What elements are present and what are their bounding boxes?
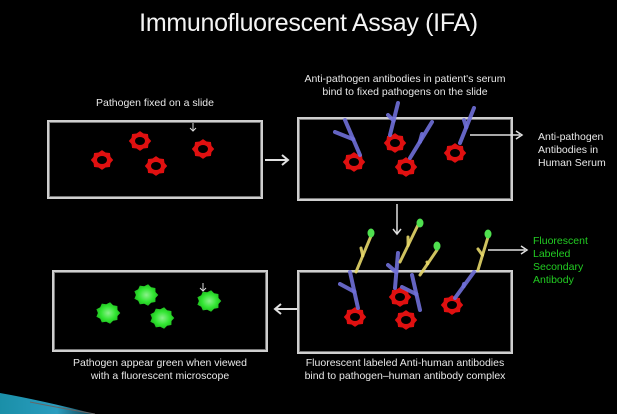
secondary-antibody-4-stem xyxy=(476,253,484,272)
fluorophore-3 xyxy=(433,241,441,251)
secondary-antibody-3-arm-b xyxy=(425,260,430,266)
arrow-step3-to-step4-head xyxy=(273,303,282,315)
pathogen-2-center xyxy=(135,137,145,145)
step4-caption-line2: with a fluorescent microscope xyxy=(90,370,230,382)
fluorescent-pathogen-4 xyxy=(197,290,222,312)
pointer-primary-antibody-head xyxy=(515,130,524,140)
step2-caption: Anti-pathogen antibodies in patient's se… xyxy=(280,73,530,99)
decorative-swoosh xyxy=(0,393,95,414)
secondary-antibody-3-stem xyxy=(418,262,430,277)
pathogen-s3-2-center xyxy=(395,293,405,301)
pathogen-1-center xyxy=(97,156,107,164)
step2-caption-line1: Anti-pathogen antibodies in patient's se… xyxy=(304,73,506,85)
arrow-step2-to-step3-head xyxy=(392,228,402,236)
fluorescent-pathogen-1 xyxy=(96,302,121,324)
secondary-antibody-4-arm-b xyxy=(476,247,484,257)
step3-caption-line1: Fluorescent labeled Anti-human antibodie… xyxy=(305,357,505,369)
primary-antibody-3-arm-b xyxy=(417,132,424,144)
pointer-secondary-antibody-head xyxy=(520,245,529,255)
marker-arrow-step1 xyxy=(189,123,197,132)
fluorophore-1 xyxy=(367,228,375,238)
secondary-antibody-1-arm-a xyxy=(361,234,373,258)
step3-caption-line2: bind to pathogen–human antibody complex xyxy=(304,370,506,382)
primary-antibody-s3-3-stem xyxy=(414,292,422,312)
primary-antibody-s3-3-arm-a xyxy=(410,273,419,297)
pathogen-s2-2-center xyxy=(390,139,400,147)
step3-caption: Fluorescent labeled Anti-human antibodie… xyxy=(280,357,530,383)
primary-antibody-s3-2-stem xyxy=(393,270,399,290)
primary-antibody-3-stem xyxy=(408,139,422,160)
pathogen-4-center xyxy=(198,145,208,153)
fluorescent-pathogen-3 xyxy=(150,307,175,329)
decorative-swoosh-edge xyxy=(29,401,96,414)
primary-antibody-label-line2: Antibodies in xyxy=(538,144,599,156)
marker-arrow-step4 xyxy=(199,283,207,292)
pathogen-s3-1-center xyxy=(350,313,360,321)
primary-antibody-s3-1-stem xyxy=(352,289,360,310)
primary-antibody-s3-1-arm-a xyxy=(348,270,357,294)
secondary-antibody-1-arm-b xyxy=(359,246,365,258)
primary-antibody-label: Anti-pathogen Antibodies in Human Serum xyxy=(538,131,606,170)
secondary-antibody-label-line3: Secondary xyxy=(533,261,584,273)
step4-caption: Pathogen appear green when viewed with a… xyxy=(45,357,275,383)
fluorophore-2 xyxy=(416,218,424,228)
primary-antibody-s3-2-arm-b xyxy=(386,263,399,275)
fluorophore-4 xyxy=(484,229,492,239)
primary-antibody-2-stem xyxy=(388,118,396,137)
pathogen-s3-4-center xyxy=(447,301,457,309)
pathogen-s2-1-center xyxy=(349,158,359,166)
secondary-antibody-4-arm-a xyxy=(481,235,490,257)
primary-antibody-2-arm-a xyxy=(391,101,400,123)
diagram-title: Immunofluorescent Assay (IFA) xyxy=(139,9,478,37)
slide-step1 xyxy=(47,120,263,199)
step2-caption-line2: bind to fixed pathogens on the slide xyxy=(322,86,488,98)
secondary-antibody-label-line2: Labeled xyxy=(533,248,571,260)
primary-antibody-s3-2-arm-a xyxy=(394,251,400,275)
primary-antibody-4-stem xyxy=(458,125,469,145)
secondary-antibody-2-arm-a xyxy=(406,223,420,247)
secondary-antibody-1-stem xyxy=(354,254,365,274)
secondary-antibody-3-arm-a xyxy=(426,248,439,266)
secondary-antibody-label-line1: Fluorescent xyxy=(533,235,588,247)
step4-caption-line1: Pathogen appear green when viewed xyxy=(73,357,247,369)
fluorescent-pathogen-2 xyxy=(134,284,159,306)
primary-antibody-1-arm-b xyxy=(333,130,356,142)
primary-antibody-1-stem xyxy=(351,137,362,157)
secondary-antibody-label-line4: Antibody xyxy=(533,274,574,286)
primary-antibody-label-line1: Anti-pathogen xyxy=(538,131,604,143)
pathogen-s3-3-center xyxy=(401,316,411,324)
primary-antibody-1-arm-a xyxy=(343,118,356,142)
pathogen-s2-3-center xyxy=(401,163,411,171)
primary-antibody-s3-1-arm-b xyxy=(338,282,357,294)
primary-antibody-2-arm-b xyxy=(386,113,396,123)
secondary-antibody-2-stem xyxy=(398,243,410,264)
arrow-step1-to-step2-head xyxy=(281,154,290,166)
primary-antibody-4-arm-b xyxy=(462,118,469,130)
pathogen-3-center xyxy=(151,162,161,170)
primary-antibody-4-arm-a xyxy=(464,106,476,130)
pathogen-s2-4-center xyxy=(450,149,460,157)
secondary-antibody-label: Fluorescent Labeled Secondary Antibody xyxy=(533,235,588,287)
step1-caption: Pathogen fixed on a slide xyxy=(96,97,214,109)
primary-antibody-s3-3-arm-b xyxy=(400,285,419,297)
primary-antibody-label-line3: Human Serum xyxy=(538,157,606,169)
primary-antibody-s3-4-stem xyxy=(453,284,466,300)
